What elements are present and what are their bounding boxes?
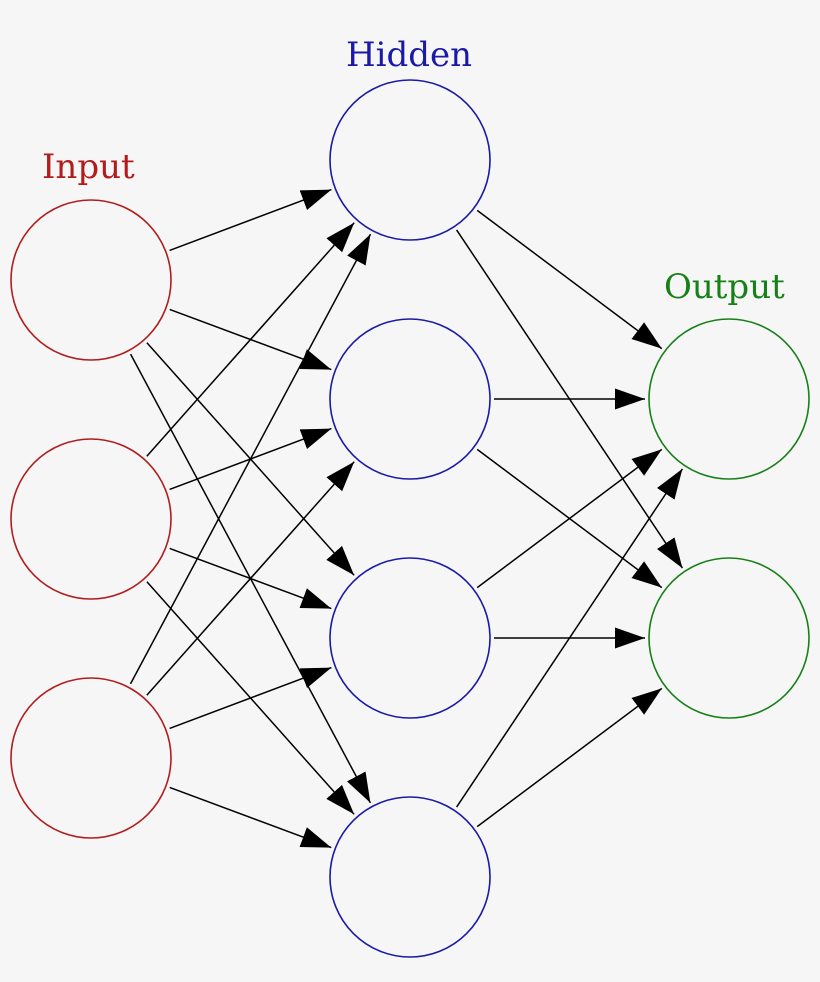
hidden-node-4	[329, 796, 491, 958]
edge-hidden-3-to-output-1	[476, 448, 663, 589]
edge-input-1-to-hidden-1	[169, 188, 332, 252]
edge-input-3-to-hidden-4	[169, 786, 332, 849]
output-node-2	[648, 557, 810, 719]
input-node-2	[10, 438, 172, 600]
edge-hidden-4-to-output-2	[476, 687, 663, 828]
hidden-layer-label: Hidden	[346, 35, 473, 75]
nodes-group	[10, 79, 810, 958]
hidden-node-1	[329, 79, 491, 241]
edge-hidden-1-to-output-1	[476, 209, 663, 350]
connections-group	[129, 188, 684, 849]
hidden-node-3	[329, 557, 491, 719]
hidden-node-2	[329, 318, 491, 480]
edge-input-2-to-hidden-1	[146, 222, 355, 457]
edge-input-3-to-hidden-1	[129, 233, 372, 685]
input-node-1	[10, 199, 172, 361]
edge-hidden-4-to-output-1	[455, 468, 684, 808]
input-node-3	[10, 677, 172, 839]
input-layer-label: Input	[42, 147, 135, 187]
output-node-1	[648, 318, 810, 480]
output-layer-label: Output	[664, 267, 785, 307]
edge-input-3-to-hidden-3	[169, 666, 332, 730]
edge-input-3-to-hidden-2	[146, 461, 355, 696]
